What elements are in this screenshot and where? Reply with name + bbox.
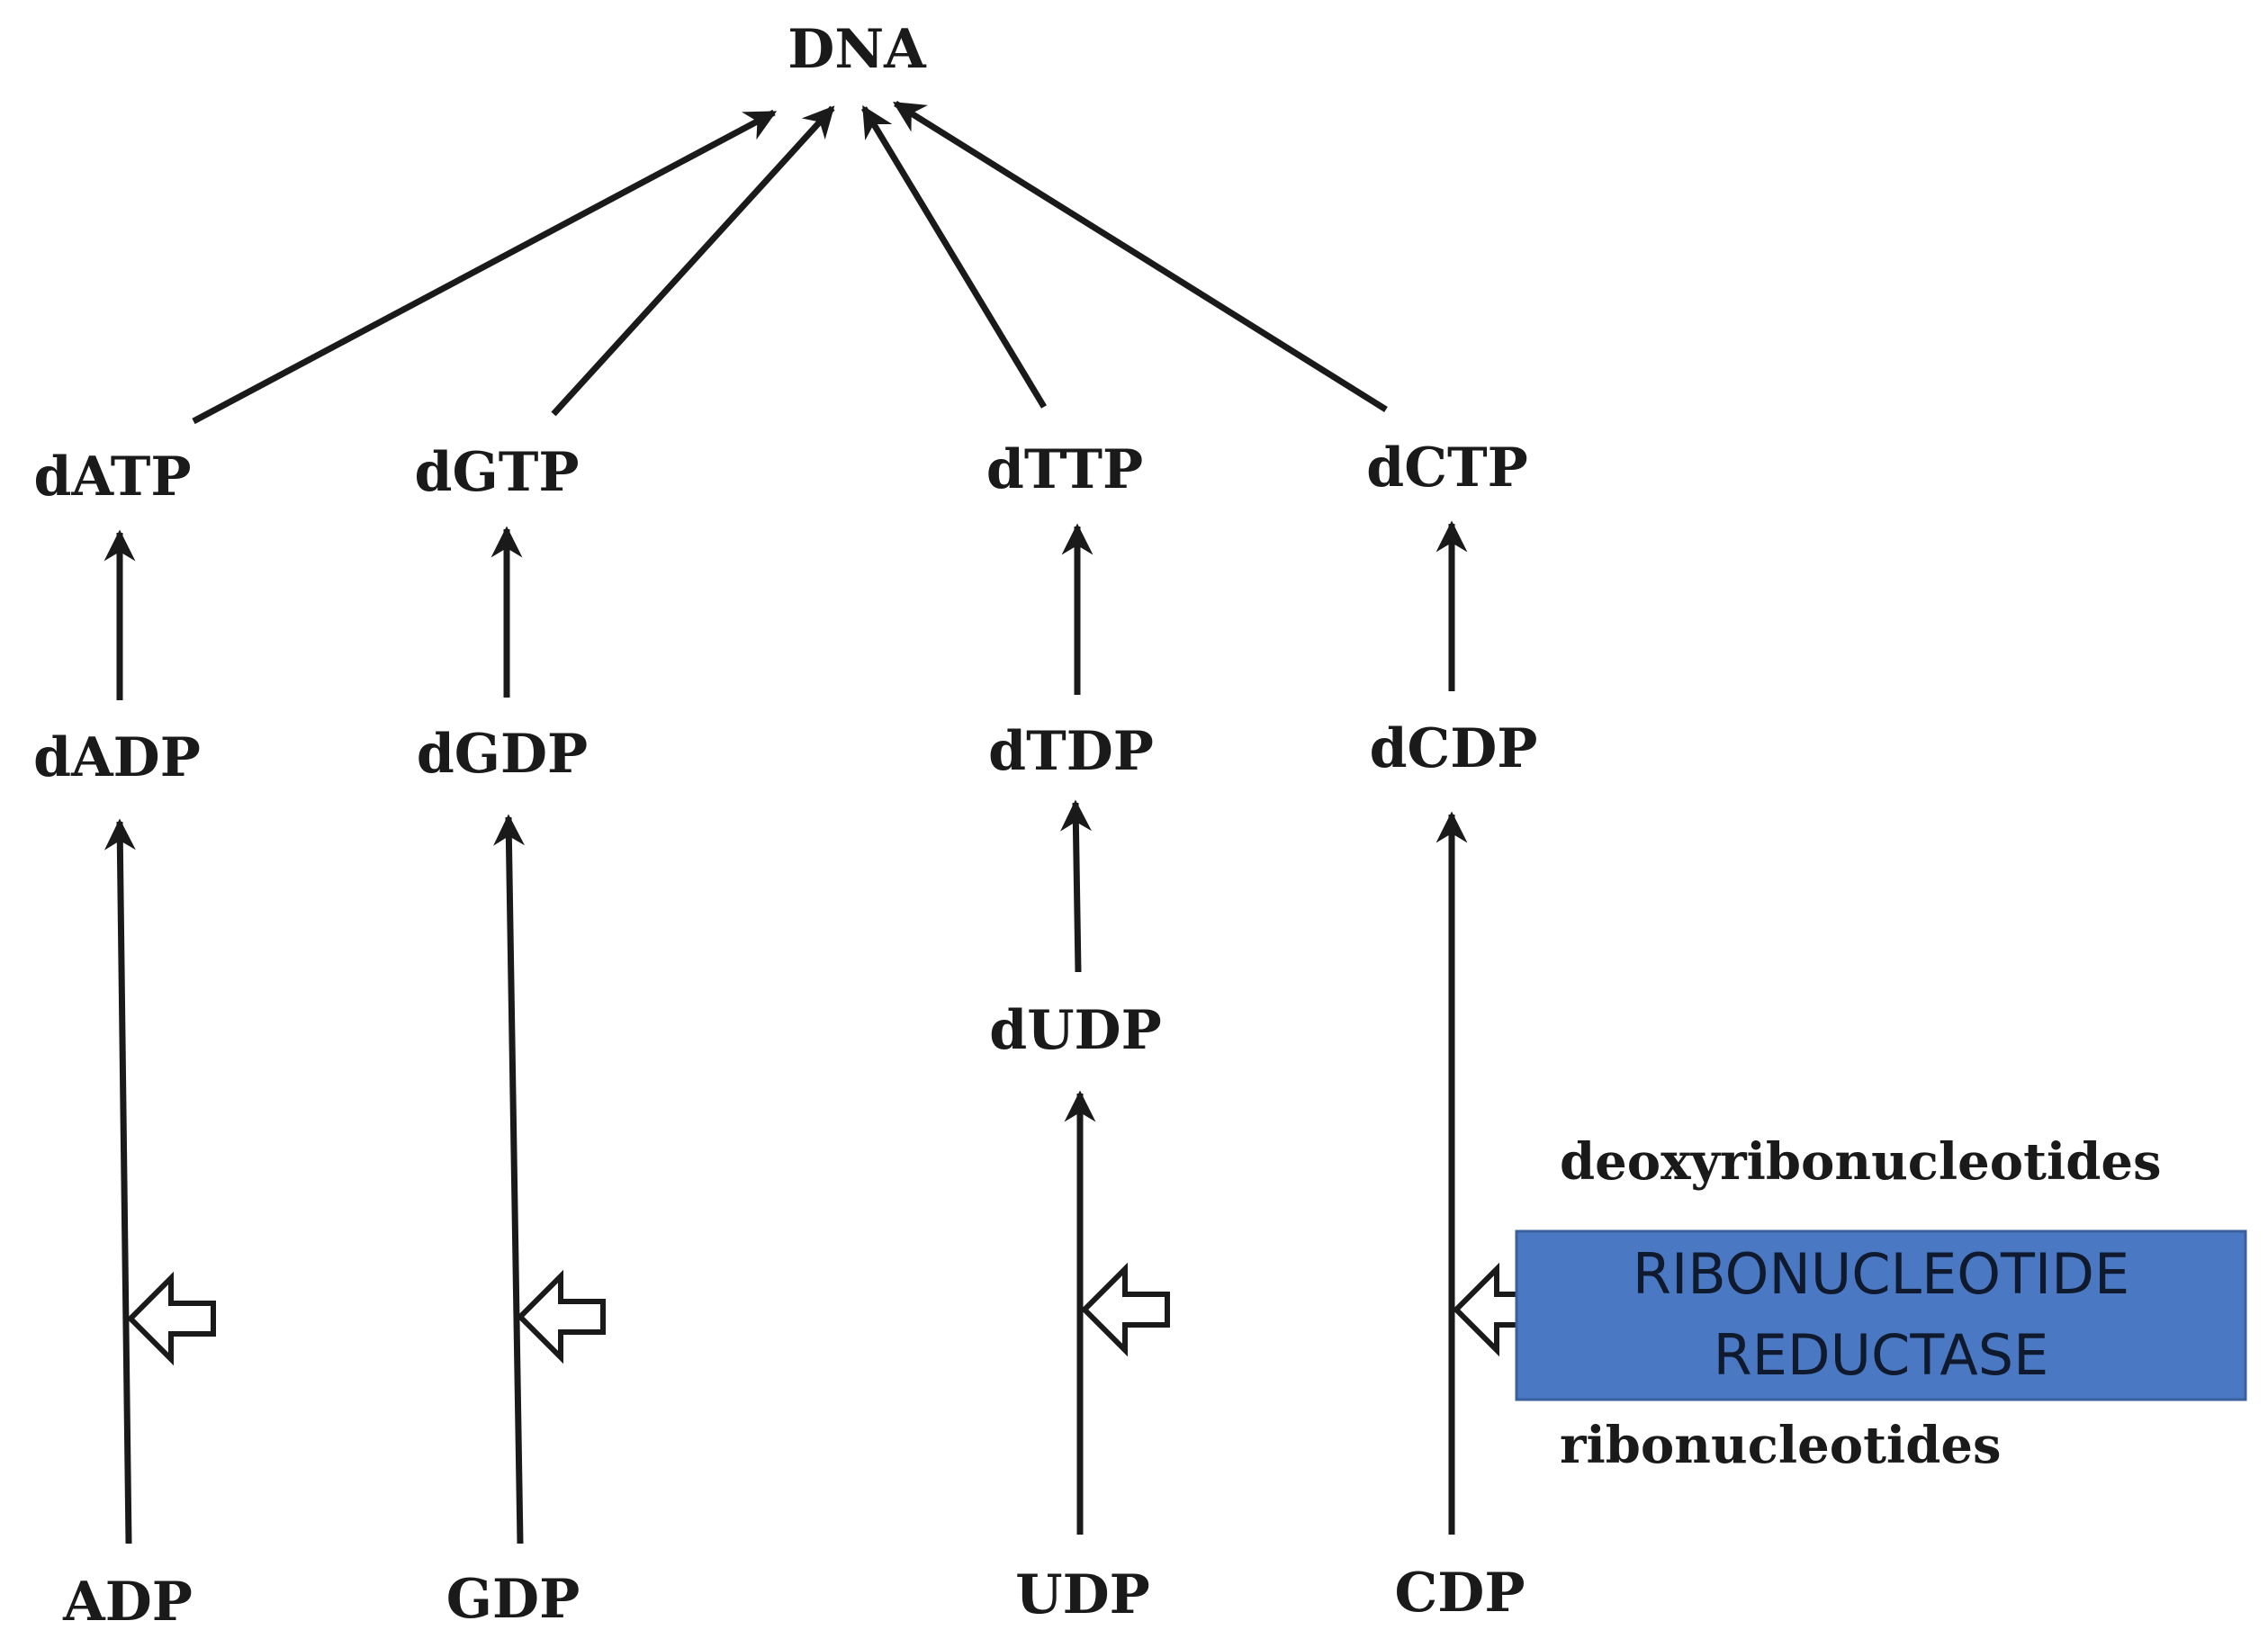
node-dtdp: dTDP <box>988 720 1154 783</box>
enzyme-arrow-gdp <box>516 1269 606 1364</box>
node-datp: dATP <box>34 446 192 509</box>
arrow-gdp-to-dgdp <box>493 814 526 1544</box>
node-dudp: dUDP <box>989 999 1161 1062</box>
arrow-datp-to-dna <box>192 109 778 425</box>
node-cdp: CDP <box>1395 1562 1526 1625</box>
arrow-dctp-to-dna <box>893 101 1388 412</box>
node-dgtp: dGTP <box>415 441 580 504</box>
arrow-adp-to-dadp <box>104 818 136 1544</box>
enzyme-name-line2: REDUCTASE <box>1714 1322 2049 1388</box>
arrow-dudp-to-dtdp <box>1060 799 1093 973</box>
enzyme-name-line1: RIBONUCLEOTIDE <box>1633 1241 2129 1307</box>
label-ribonucleotides: ribonucleotides <box>1560 1416 2002 1475</box>
enzyme-box <box>1515 1229 2247 1401</box>
node-gdp: GDP <box>446 1568 580 1631</box>
label-deoxyribonucleotides: deoxyribonucleotides <box>1560 1132 2162 1192</box>
node-dcdp: dCDP <box>1370 717 1538 780</box>
node-dna: DNA <box>788 18 927 81</box>
node-dgdp: dGDP <box>417 723 588 786</box>
enzyme-arrow-cdp <box>1452 1262 1524 1357</box>
node-dadp: dADP <box>33 726 201 789</box>
enzyme-arrow-udp <box>1080 1262 1170 1357</box>
arrow-dgtp-to-dna <box>551 105 835 417</box>
arrow-dttp-to-dna <box>861 105 1047 409</box>
node-dttp: dTTP <box>986 438 1143 501</box>
node-dctp: dCTP <box>1366 437 1527 500</box>
node-udp: UDP <box>1015 1563 1149 1626</box>
enzyme-arrow-adp <box>126 1271 216 1366</box>
node-adp: ADP <box>62 1571 193 1634</box>
